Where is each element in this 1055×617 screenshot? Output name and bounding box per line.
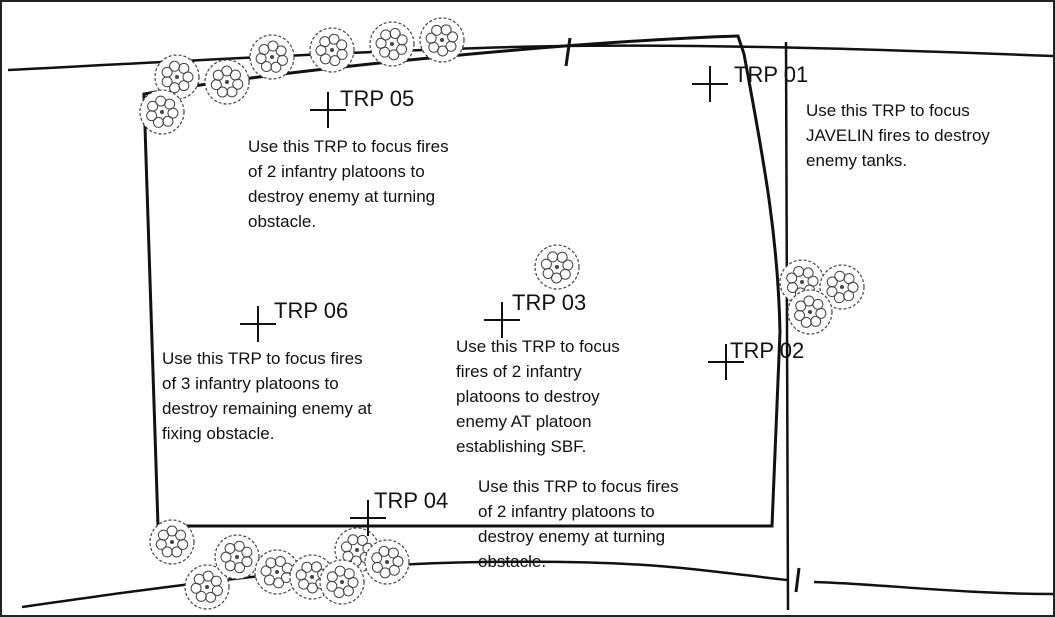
vertical-control-line [786, 42, 788, 610]
tree-icon [370, 22, 414, 66]
tree-icon [365, 540, 409, 584]
tree-icon [250, 35, 294, 79]
south-road-east [814, 582, 1053, 594]
trp-01-note: Use this TRP to focus JAVELIN fires to d… [806, 101, 995, 170]
trp-06-crosshair [240, 306, 276, 342]
tree-icon [205, 60, 249, 104]
tree-icon [140, 90, 184, 134]
trp-05-note: Use this TRP to focus fires of 2 infantr… [248, 137, 453, 231]
trp-05-label: TRP 05 [340, 86, 414, 111]
road-tick-north [566, 38, 570, 66]
tree-icon [420, 18, 464, 62]
tree-icon [150, 520, 194, 564]
trp-01-crosshair [692, 66, 728, 102]
road-tick-south [796, 568, 799, 592]
trp-06-note: Use this TRP to focus fires of 3 infantr… [162, 349, 377, 443]
trp-04-note: Use this TRP to focus fires of 2 infantr… [478, 477, 683, 571]
tree-icon [310, 28, 354, 72]
tree-icon [535, 245, 579, 289]
trp-04-label: TRP 04 [374, 488, 448, 513]
trp-03-label: TRP 03 [512, 290, 586, 315]
trp-03-note: Use this TRP to focus fires of 2 infantr… [456, 337, 625, 456]
trp-02-label: TRP 02 [730, 338, 804, 363]
tree-icon [788, 290, 832, 334]
trp-01-label: TRP 01 [734, 62, 808, 87]
tree-icon [215, 535, 259, 579]
trp-06-label: TRP 06 [274, 298, 348, 323]
tree-icon [320, 560, 364, 604]
